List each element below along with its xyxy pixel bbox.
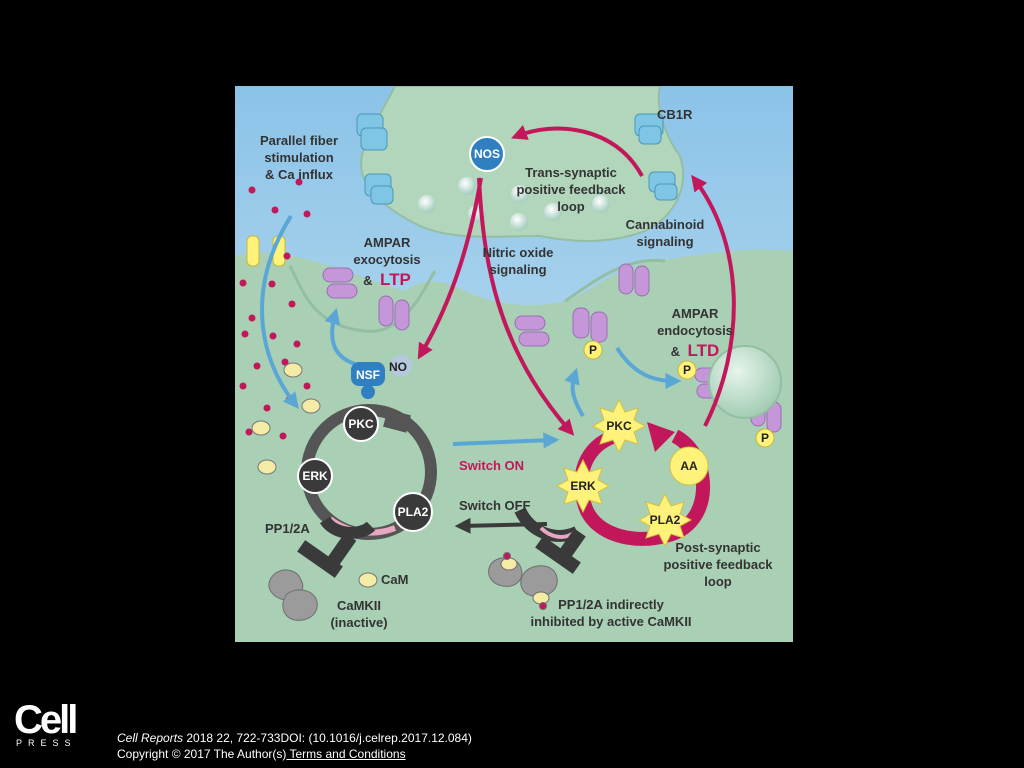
nsf-label: NSF: [356, 368, 380, 382]
camkii-active-icon: [488, 552, 558, 610]
phospho-badges: P P P: [583, 340, 775, 448]
pp1-2a-label: PP1/2A: [265, 521, 310, 536]
cam-label: CaM: [381, 572, 408, 587]
spine-right: [564, 258, 666, 303]
logo-sub-text: PRESS: [16, 738, 77, 748]
citation-details: 2018 22, 722-733DOI: (10.1016/j.celrep.2…: [183, 731, 472, 745]
parallel-fiber-label-3: & Ca influx: [265, 167, 334, 182]
signaling-diagram: NOS NSF NO PKC ERK PLA2 PKC ERK PLA2 AA …: [235, 86, 793, 642]
pla2-node-left: [393, 492, 433, 532]
blue-trafficking-arrows: [260, 214, 682, 449]
cb1r-receptor-icon: [356, 113, 678, 205]
nitric-oxide-label-1: Nitric oxide: [483, 245, 554, 260]
ltd-label: LTD: [688, 341, 720, 360]
logo-main-text: Cell: [14, 698, 78, 742]
erk-node-right: [555, 458, 611, 514]
pkc-right-label: PKC: [606, 419, 632, 433]
magenta-signaling-arrows: [417, 125, 736, 436]
pla2-right-label: PLA2: [650, 513, 681, 527]
cannabinoid-label-2: signaling: [636, 234, 693, 249]
phospho-badge-label: P: [761, 431, 769, 445]
camkii-label-1: CaMKII: [337, 598, 381, 613]
endocytic-vesicle: [708, 345, 782, 419]
calcium-ions: [239, 178, 311, 440]
aa-node: [669, 446, 709, 486]
ampar-endo-amp: &: [671, 344, 680, 359]
nos-node: [469, 136, 505, 172]
erk-left-label: ERK: [302, 469, 328, 483]
citation-journal: Cell Reports: [117, 731, 184, 745]
aa-label: AA: [680, 459, 698, 473]
terms-link[interactable]: Terms and Conditions: [286, 747, 406, 761]
phospho-badge: [755, 428, 775, 448]
erk-right-label: ERK: [570, 479, 596, 493]
ltp-label: LTP: [380, 270, 411, 289]
phospho-badge: [583, 340, 603, 360]
switch-on-label: Switch ON: [459, 458, 524, 473]
citation-line: Cell Reports 2018 22, 722-733DOI: (10.10…: [117, 730, 472, 746]
ampar-exo-label-2: exocytosis: [353, 252, 420, 267]
copyright-text: Copyright © 2017 The Author(s): [117, 747, 287, 761]
cannabinoid-label-1: Cannabinoid: [626, 217, 705, 232]
ltd-label-group: & LTD: [671, 341, 720, 360]
pp1-2a-inhibitor-right: [514, 507, 586, 574]
pla2-left-label: PLA2: [398, 505, 429, 519]
ampar-endo-label-2: endocytosis: [657, 323, 733, 338]
phospho-badge: [677, 360, 697, 380]
pp1-2a-inhibitor-left: [297, 516, 376, 578]
trans-synaptic-label-3: loop: [557, 199, 584, 214]
switch-off-label: Switch OFF: [459, 498, 531, 513]
cell-press-logo: Cell PRESS: [14, 700, 84, 752]
pla2-node-right: [637, 492, 693, 548]
camkii-inactive-icon: [268, 569, 318, 621]
ltp-label-group: & LTP: [363, 270, 411, 289]
nos-label: NOS: [474, 147, 500, 161]
right-loop-arrow-head: [647, 422, 675, 452]
left-loop-stopper: [383, 409, 411, 433]
nsf-node: [351, 362, 385, 386]
post-synaptic-label-3: loop: [704, 574, 731, 589]
no-node: [390, 355, 412, 377]
no-label: NO: [389, 360, 407, 374]
trans-synaptic-label-1: Trans-synaptic: [525, 165, 617, 180]
erk-node-left: [297, 458, 333, 494]
pp1-indirect-label-2: inhibited by active CaMKII: [530, 614, 691, 629]
phospho-badge-label: P: [683, 363, 691, 377]
pkc-node-right: [591, 398, 647, 454]
pp1-indirect-label-1: PP1/2A indirectly: [558, 597, 664, 612]
nitric-oxide-label-2: signaling: [489, 262, 546, 277]
phospho-badge-label: P: [589, 343, 597, 357]
parallel-fiber-label-2: stimulation: [264, 150, 333, 165]
ampar-endo-label-1: AMPAR: [672, 306, 719, 321]
cam-icon: [251, 362, 378, 588]
citation-caption: Cell Reports 2018 22, 722-733DOI: (10.10…: [117, 730, 472, 762]
post-synaptic-label-1: Post-synaptic: [675, 540, 760, 555]
trans-synaptic-label-2: positive feedback: [516, 182, 626, 197]
post-synaptic-label-2: positive feedback: [663, 557, 773, 572]
cb1r-label: CB1R: [657, 107, 693, 122]
ampar-exo-label-1: AMPAR: [364, 235, 411, 250]
copyright-line: Copyright © 2017 The Author(s) Terms and…: [117, 746, 472, 762]
camkii-label-2: (inactive): [330, 615, 387, 630]
spine-left: [288, 265, 437, 333]
parallel-fiber-label-1: Parallel fiber: [260, 133, 338, 148]
pkc-left-label: PKC: [348, 417, 374, 431]
pkc-node-left: [343, 406, 379, 442]
ampar-exo-amp: &: [363, 273, 372, 288]
